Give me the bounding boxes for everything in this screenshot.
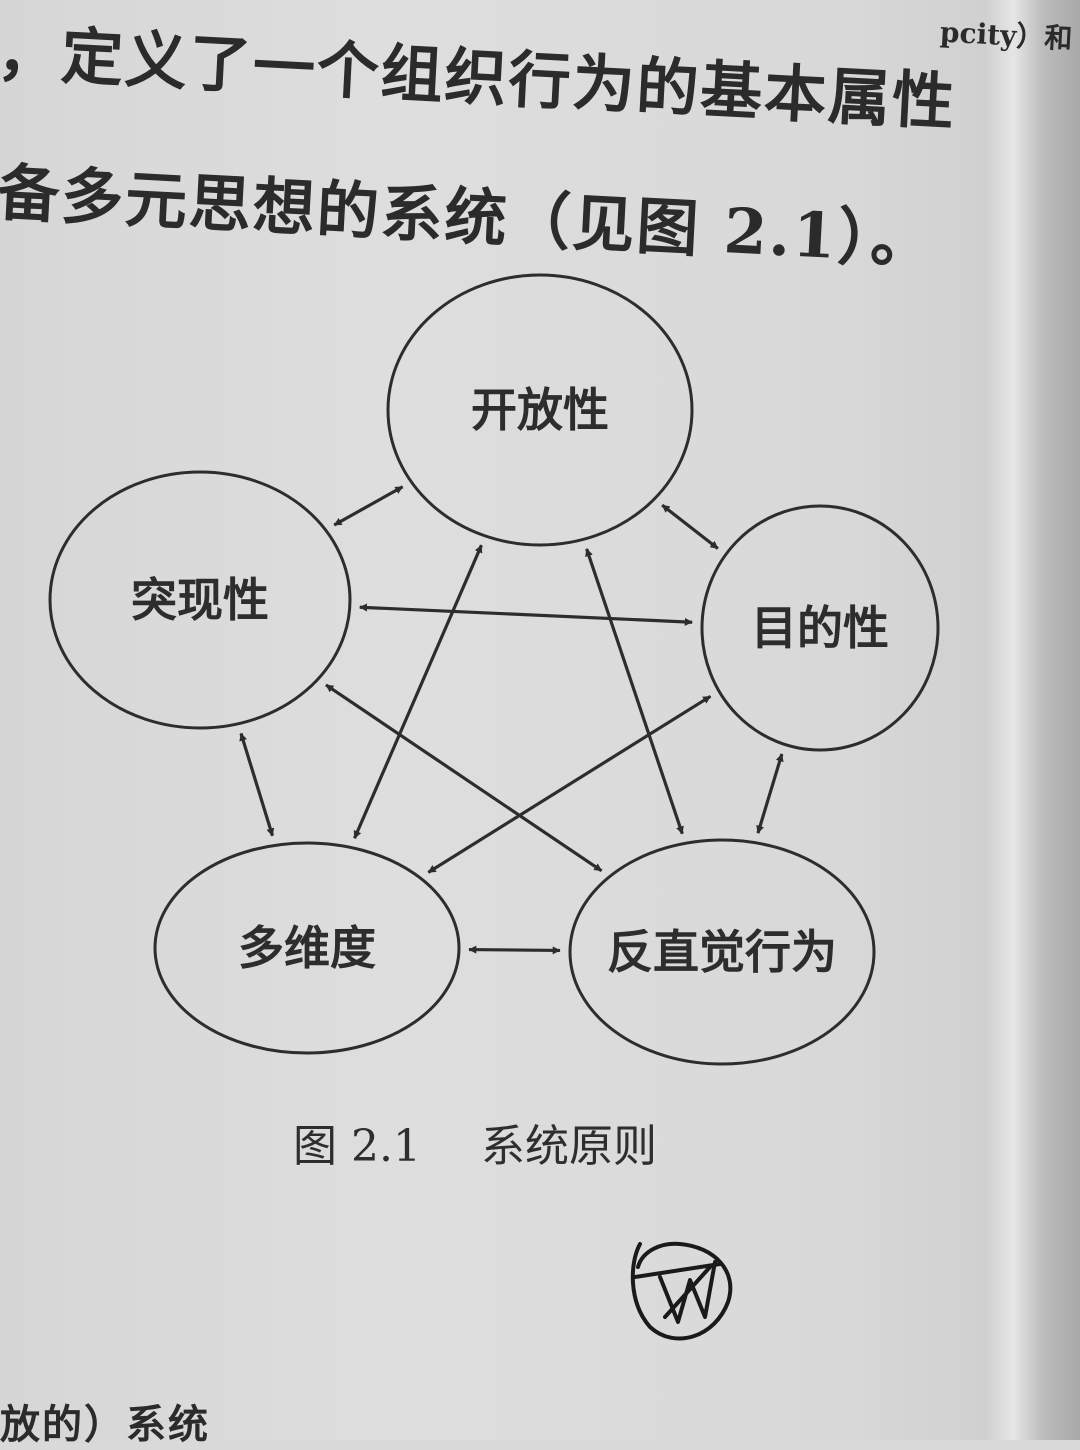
node-label-openness: 开放性: [471, 383, 609, 437]
double-arrow-multidimensionality-counterintuitive: [468, 945, 561, 955]
node-ellipse-multidimensionality: [153, 841, 461, 1055]
node-multidimensionality: 多维度: [153, 841, 461, 1055]
node-purposefulness: 目的性: [700, 504, 940, 752]
double-arrow-emergence-multidimensionality: [239, 732, 275, 837]
double-arrow-purposefulness-multidimensionality: [427, 694, 712, 874]
node-openness: 开放性: [386, 273, 694, 547]
figure-number: 图 2.1: [293, 1121, 421, 1172]
body-text-bottom-line: 放的）系统: [0, 1401, 210, 1448]
double-arrow-openness-counterintuitive: [585, 548, 684, 835]
node-label-multidimensionality: 多维度: [238, 921, 376, 975]
node-label-emergence: 突现性: [131, 573, 269, 627]
double-arrow-openness-purposefulness: [661, 503, 719, 550]
double-arrow-purposefulness-counterintuitive: [756, 753, 784, 834]
figure-title: 系统原则: [480, 1121, 657, 1172]
double-arrow-openness-multidimensionality: [353, 544, 483, 839]
node-label-counterintuitive: 反直觉行为: [607, 925, 837, 979]
node-ellipse-openness: [386, 273, 694, 547]
book-page-edge: [985, 0, 1080, 1440]
node-ellipse-emergence: [48, 470, 352, 730]
double-arrow-emergence-counterintuitive: [325, 683, 603, 873]
double-arrow-emergence-purposefulness: [359, 603, 693, 626]
double-arrow-openness-emergence: [333, 485, 404, 527]
node-counterintuitive: 反直觉行为: [568, 838, 876, 1066]
node-emergence: 突现性: [48, 470, 352, 730]
handwritten-signature-icon: [630, 1241, 733, 1341]
figure-caption: 图 2.1 系统原则: [293, 1110, 657, 1174]
node-label-purposefulness: 目的性: [751, 601, 889, 655]
node-ellipse-counterintuitive: [568, 838, 876, 1066]
diagram-edges: [239, 485, 784, 955]
node-ellipse-purposefulness: [700, 504, 940, 752]
